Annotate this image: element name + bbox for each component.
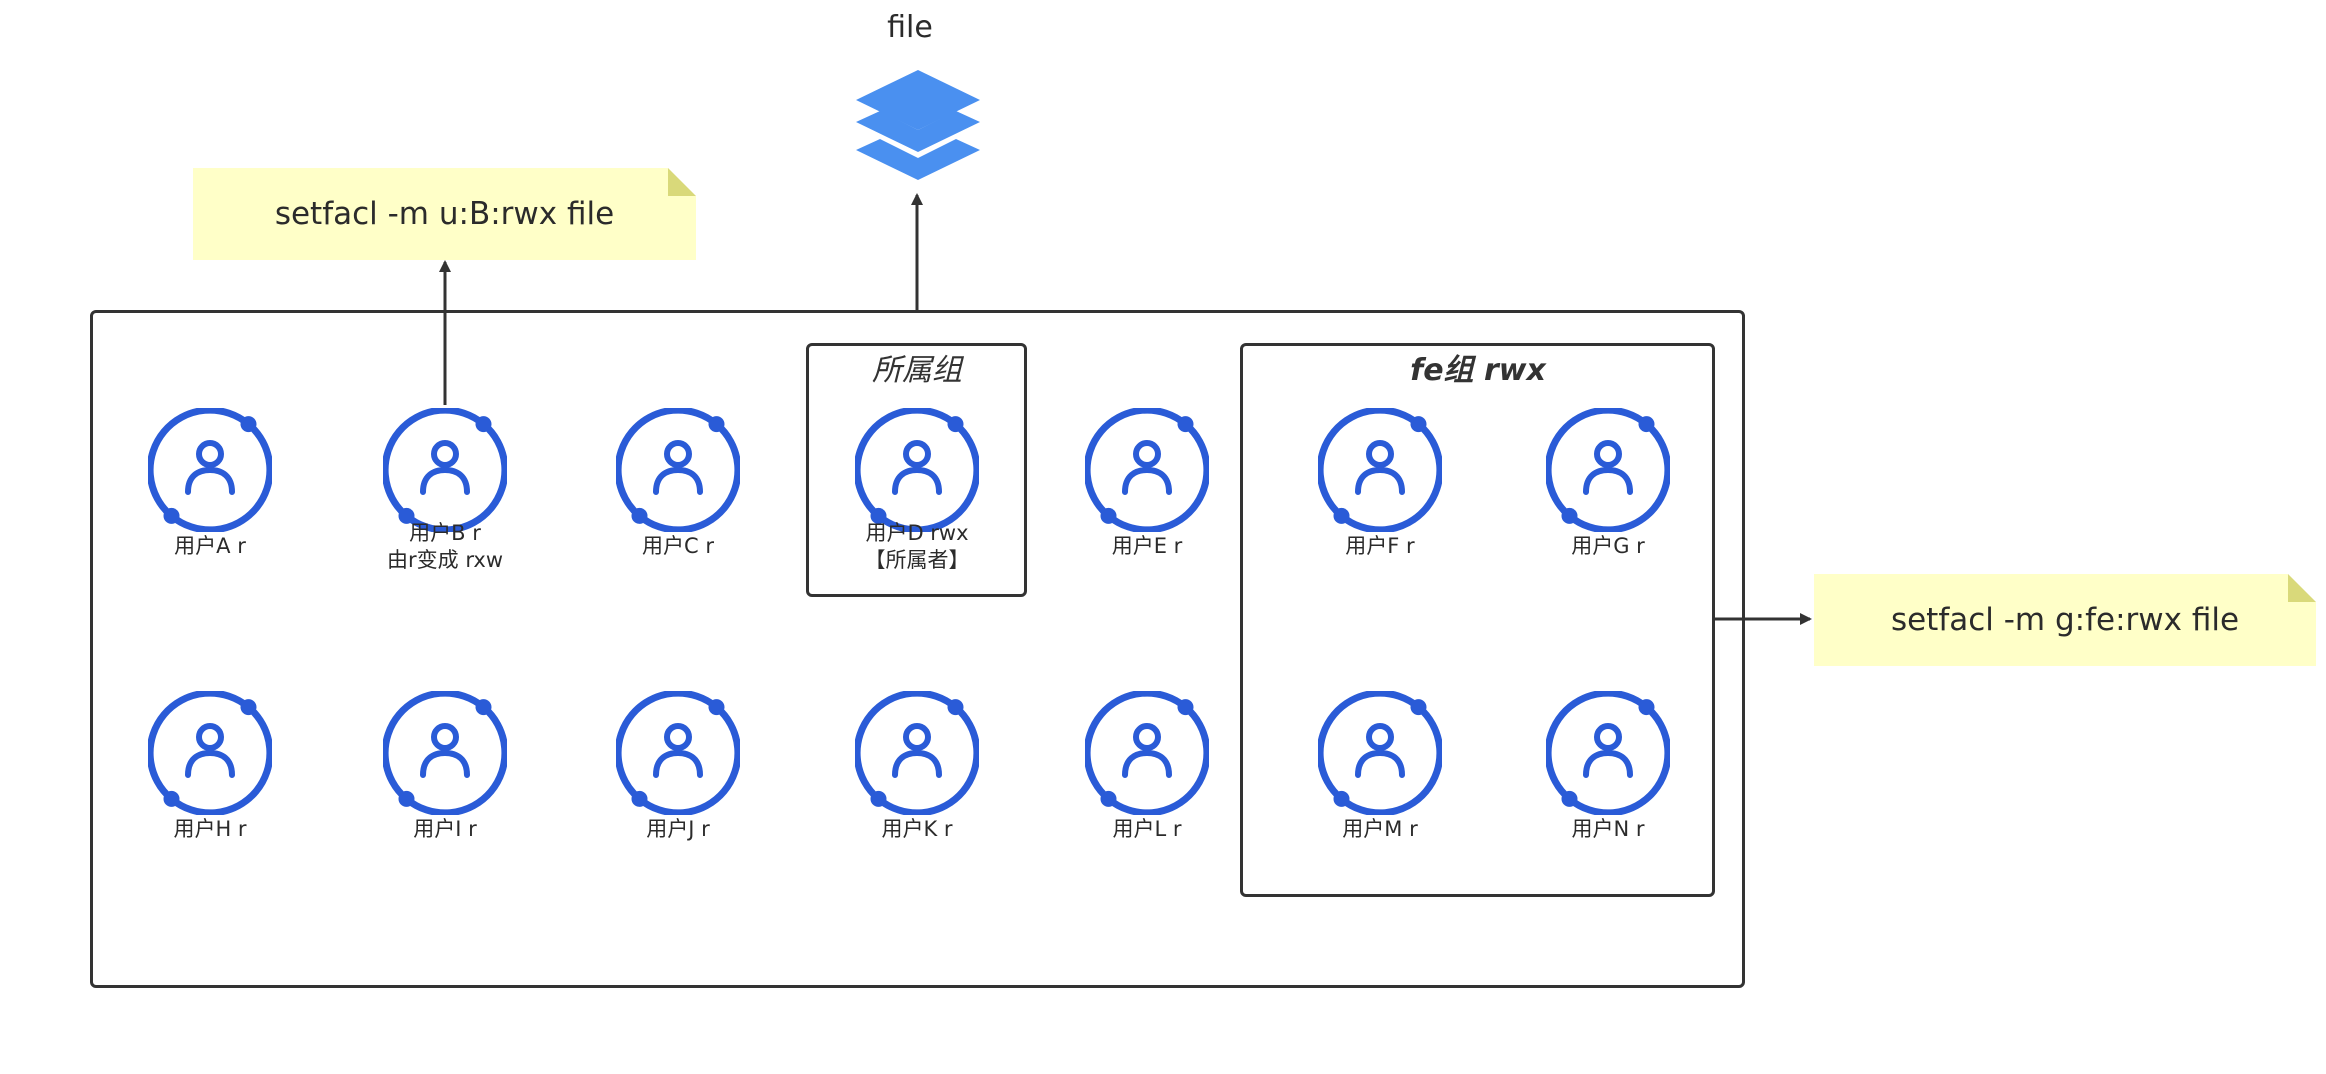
user-label-line: 用户E r <box>1111 534 1183 558</box>
user-label-line: 用户C r <box>642 534 714 558</box>
user-avatar-icon <box>381 689 509 817</box>
user-avatar-icon <box>381 406 509 534</box>
user-avatar-icon <box>614 689 742 817</box>
user-label: 用户B r 由r变成 rxw <box>387 520 503 574</box>
user-label-line: 用户F r <box>1345 534 1415 558</box>
user-avatar-icon <box>853 689 981 817</box>
user-avatar-icon <box>146 406 274 534</box>
user-label: 用户G r <box>1571 533 1645 560</box>
user-label: 用户K r <box>881 816 952 843</box>
user-label: 用户J r <box>646 816 710 843</box>
user-label-line: 由r变成 rxw <box>387 548 503 572</box>
user-avatar-icon <box>1083 406 1211 534</box>
note-user-b-command: setfacl -m u:B:rwx file <box>193 168 696 260</box>
owner-group-box <box>806 343 1027 597</box>
users-container <box>90 310 1745 988</box>
user-label-line: 用户K r <box>881 817 953 841</box>
user-label-line: 用户D rwx <box>865 521 969 545</box>
owner-group-title: 所属组 <box>872 353 962 388</box>
user-avatar-icon <box>1544 689 1672 817</box>
note-text: setfacl -m g:fe:rwx file <box>1890 602 2240 638</box>
note-fe-group-command: setfacl -m g:fe:rwx file <box>1814 574 2316 666</box>
user-label-line: 用户L r <box>1112 817 1182 841</box>
user-label: 用户I r <box>413 816 477 843</box>
user-label: 用户N r <box>1571 816 1644 843</box>
user-avatar-icon <box>853 406 981 534</box>
fe-group-title: fe组 rwx <box>1410 353 1546 388</box>
user-label: 用户E r <box>1112 533 1183 560</box>
user-avatar-icon <box>146 689 274 817</box>
note-fold-corner <box>2288 574 2316 602</box>
user-label: 用户H r <box>173 816 246 843</box>
user-label: 用户F r <box>1345 533 1414 560</box>
user-label: 用户C r <box>642 533 714 560</box>
user-label-line: 用户H r <box>173 817 247 841</box>
user-avatar-icon <box>1316 406 1444 534</box>
note-text: setfacl -m u:B:rwx file <box>274 196 615 232</box>
user-label: 用户M r <box>1342 816 1417 843</box>
user-label-line: 用户B r <box>409 521 481 545</box>
stacked-layers-icon <box>856 70 980 180</box>
user-label-line: 用户J r <box>646 817 710 841</box>
user-avatar-icon <box>1316 689 1444 817</box>
user-avatar-icon <box>614 406 742 534</box>
note-fold-corner <box>668 168 696 196</box>
file-label: file <box>887 10 933 45</box>
user-label: 用户A r <box>174 533 246 560</box>
user-label-line: 用户I r <box>413 817 477 841</box>
user-label-line: 用户M r <box>1342 817 1418 841</box>
user-avatar-icon <box>1544 406 1672 534</box>
user-label-line: 【所属者】 <box>864 548 970 572</box>
user-label-line: 用户G r <box>1571 534 1645 558</box>
user-label: 用户D rwx 【所属者】 <box>865 520 970 574</box>
user-avatar-icon <box>1083 689 1211 817</box>
user-label-line: 用户N r <box>1571 817 1645 841</box>
user-label: 用户L r <box>1112 816 1181 843</box>
fe-group-box <box>1240 343 1715 897</box>
user-label-line: 用户A r <box>174 534 246 558</box>
